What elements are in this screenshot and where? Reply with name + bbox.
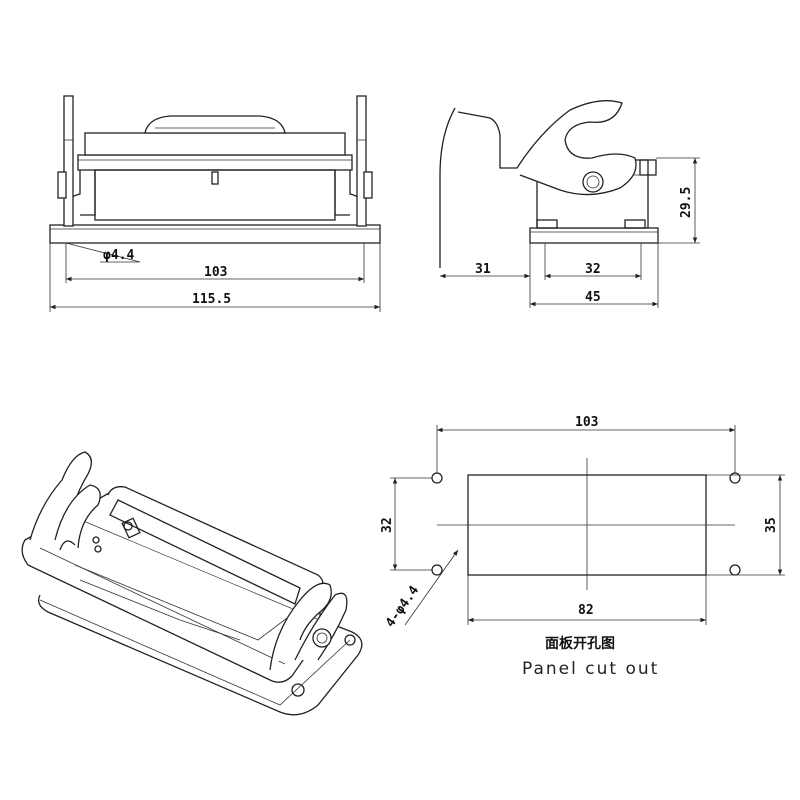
front-width-103: 103 (204, 265, 227, 280)
side-base-32: 32 (585, 262, 601, 277)
panel-cutout (390, 425, 785, 626)
front-hole-label: φ4.4 (103, 248, 134, 263)
cutout-width-82: 82 (578, 603, 594, 618)
front-width-115-5: 115.5 (192, 292, 231, 307)
side-offset-31: 31 (475, 262, 491, 277)
cutout-spacing-32: 32 (380, 517, 395, 533)
cutout-spacing-103: 103 (575, 415, 598, 430)
cutout-holes-label: 4-φ4.4 (383, 583, 422, 630)
side-height-29-5: 29.5 (679, 187, 694, 218)
caption-english: Panel cut out (522, 659, 659, 679)
caption-chinese: 面板开孔图 (545, 635, 615, 652)
side-view (439, 100, 700, 308)
cutout-height-35: 35 (764, 517, 779, 533)
front-view (49, 95, 381, 312)
side-base-45: 45 (585, 290, 601, 305)
isometric-view (21, 451, 363, 716)
